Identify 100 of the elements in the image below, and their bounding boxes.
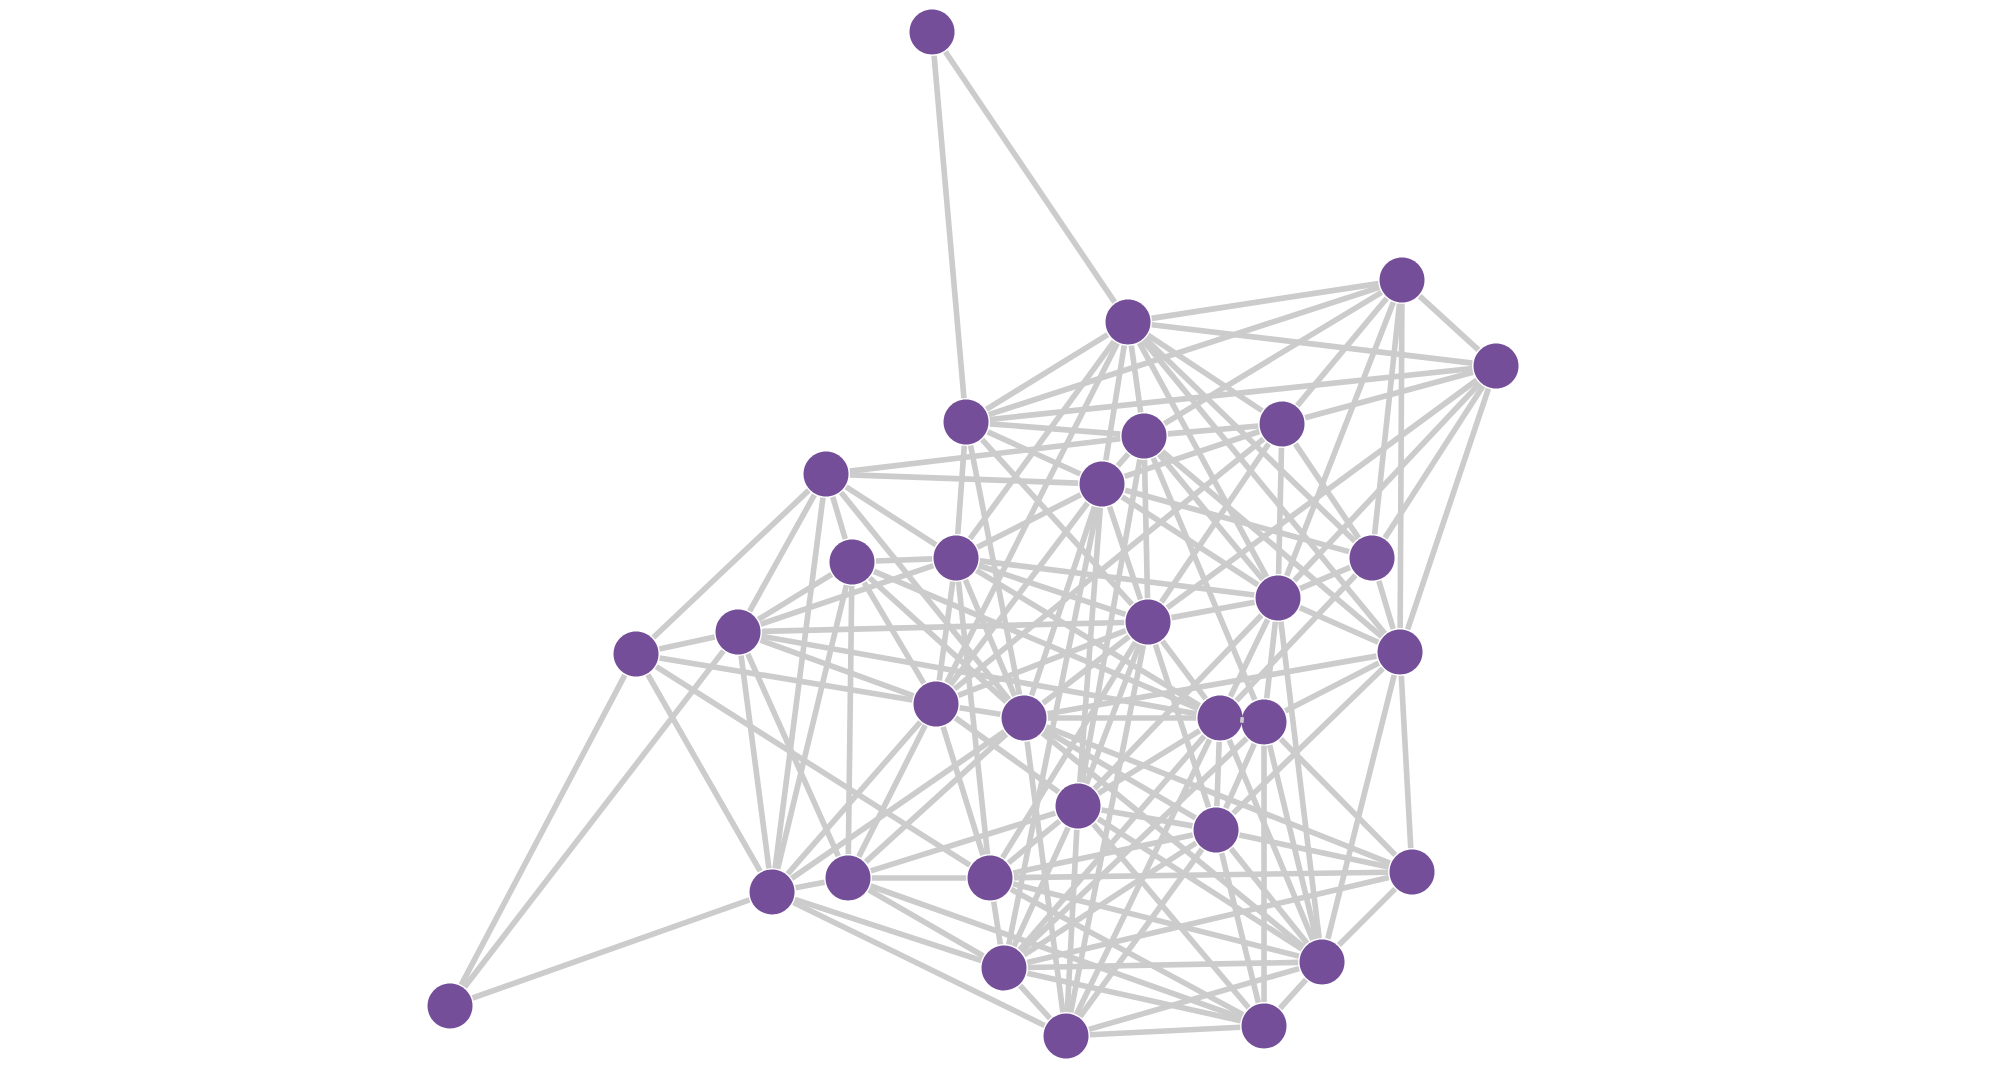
edge-line	[989, 421, 1121, 437]
edge-line	[967, 444, 1023, 696]
edge-line	[1141, 459, 1151, 599]
edge-line	[659, 655, 913, 703]
graph-node	[1125, 599, 1171, 645]
edge-line	[1160, 639, 1208, 701]
edge-line	[1141, 338, 1387, 636]
edge-line	[1092, 613, 1264, 791]
graph-node	[1001, 695, 1047, 741]
edge-line	[1026, 970, 1242, 1024]
edge-line	[1027, 959, 1299, 971]
edge-line	[1089, 1024, 1241, 1038]
edge-line	[1006, 506, 1101, 946]
edge-line	[1238, 832, 1390, 870]
edge-line	[1295, 296, 1389, 408]
edge-line	[838, 490, 1012, 702]
edge-line	[1026, 874, 1390, 966]
graph-node	[1193, 807, 1239, 853]
edge-line	[1013, 869, 1389, 881]
edge-line	[1012, 881, 1300, 959]
edge-line	[1018, 983, 1052, 1021]
edge-line	[747, 493, 817, 613]
edge-line	[1263, 621, 1279, 699]
edge-line	[869, 883, 1243, 1021]
edge-line	[458, 673, 628, 987]
edge-line	[1336, 886, 1398, 948]
graph-node	[1389, 849, 1435, 895]
edge-line	[979, 558, 1255, 598]
graph-node	[943, 399, 989, 445]
edge-line	[1275, 447, 1285, 575]
edge-line	[651, 488, 811, 640]
graph-node	[825, 855, 871, 901]
edge-line	[1227, 618, 1271, 698]
edge-line	[645, 673, 763, 873]
edge-line	[1006, 818, 1062, 865]
graph-node	[1241, 1003, 1287, 1049]
graph-node	[967, 855, 1013, 901]
edge-line	[1136, 341, 1270, 579]
edge-line	[943, 50, 1117, 304]
edge-line	[1115, 452, 1131, 468]
edge-line	[1019, 736, 1249, 954]
edge-line	[1128, 345, 1144, 413]
edge-line	[658, 634, 716, 652]
edge-line	[875, 556, 933, 564]
edge-line	[1167, 423, 1259, 437]
edge-line	[1047, 715, 1197, 721]
graph-node	[1197, 695, 1243, 741]
edge-line	[1171, 599, 1256, 621]
edge-line	[1045, 724, 1391, 866]
graph-node	[1299, 939, 1345, 985]
edge-line	[795, 879, 826, 891]
edge-line	[1228, 846, 1310, 946]
edge-line	[1000, 640, 1138, 860]
graph-node	[1255, 575, 1301, 621]
edge-line	[957, 627, 1127, 698]
edge-line	[967, 339, 1117, 541]
edge-line	[759, 637, 915, 699]
edge-line	[462, 649, 726, 989]
graph-node	[829, 539, 875, 585]
graph-node	[981, 945, 1027, 991]
edge-line	[738, 655, 772, 869]
edge-line	[844, 484, 938, 548]
edge-line	[1041, 634, 1131, 706]
graph-node	[933, 535, 979, 581]
graph-node	[715, 609, 761, 655]
edge-line	[792, 899, 1046, 1028]
edge-line	[1325, 674, 1397, 940]
edge-line	[1043, 727, 1197, 821]
graph-node	[1121, 413, 1167, 459]
edge-line	[955, 581, 991, 855]
edge-line	[1067, 644, 1147, 1014]
edge-line	[872, 568, 1200, 712]
edge-line	[1223, 742, 1257, 810]
edge-line	[1214, 741, 1222, 807]
edge-line	[1091, 822, 1251, 1010]
graph-node	[1379, 257, 1425, 303]
graph-node	[1259, 401, 1305, 447]
edge-line	[944, 342, 1120, 684]
graph-node	[1055, 783, 1101, 829]
edge-line	[975, 567, 1202, 708]
edge-line	[870, 810, 1057, 874]
graph-node	[909, 9, 955, 55]
edge-line	[1047, 653, 1377, 717]
edge-line	[856, 724, 928, 858]
edge-line	[1219, 852, 1262, 1004]
edge-line	[1151, 322, 1473, 366]
edge-line	[1371, 303, 1403, 535]
edge-line	[1284, 660, 1381, 714]
edge-line	[1077, 507, 1104, 783]
edge-line	[1143, 336, 1357, 544]
edge-line	[980, 437, 1134, 607]
edge-line	[830, 496, 848, 540]
edge-line	[1079, 459, 1143, 783]
edge-line	[1376, 580, 1396, 630]
edge-line	[1397, 303, 1405, 629]
edge-line	[1024, 741, 1066, 1013]
edge-line	[1028, 505, 1098, 697]
edge-line	[1146, 332, 1264, 414]
edge-line	[759, 563, 935, 627]
edge-line	[1151, 280, 1379, 322]
